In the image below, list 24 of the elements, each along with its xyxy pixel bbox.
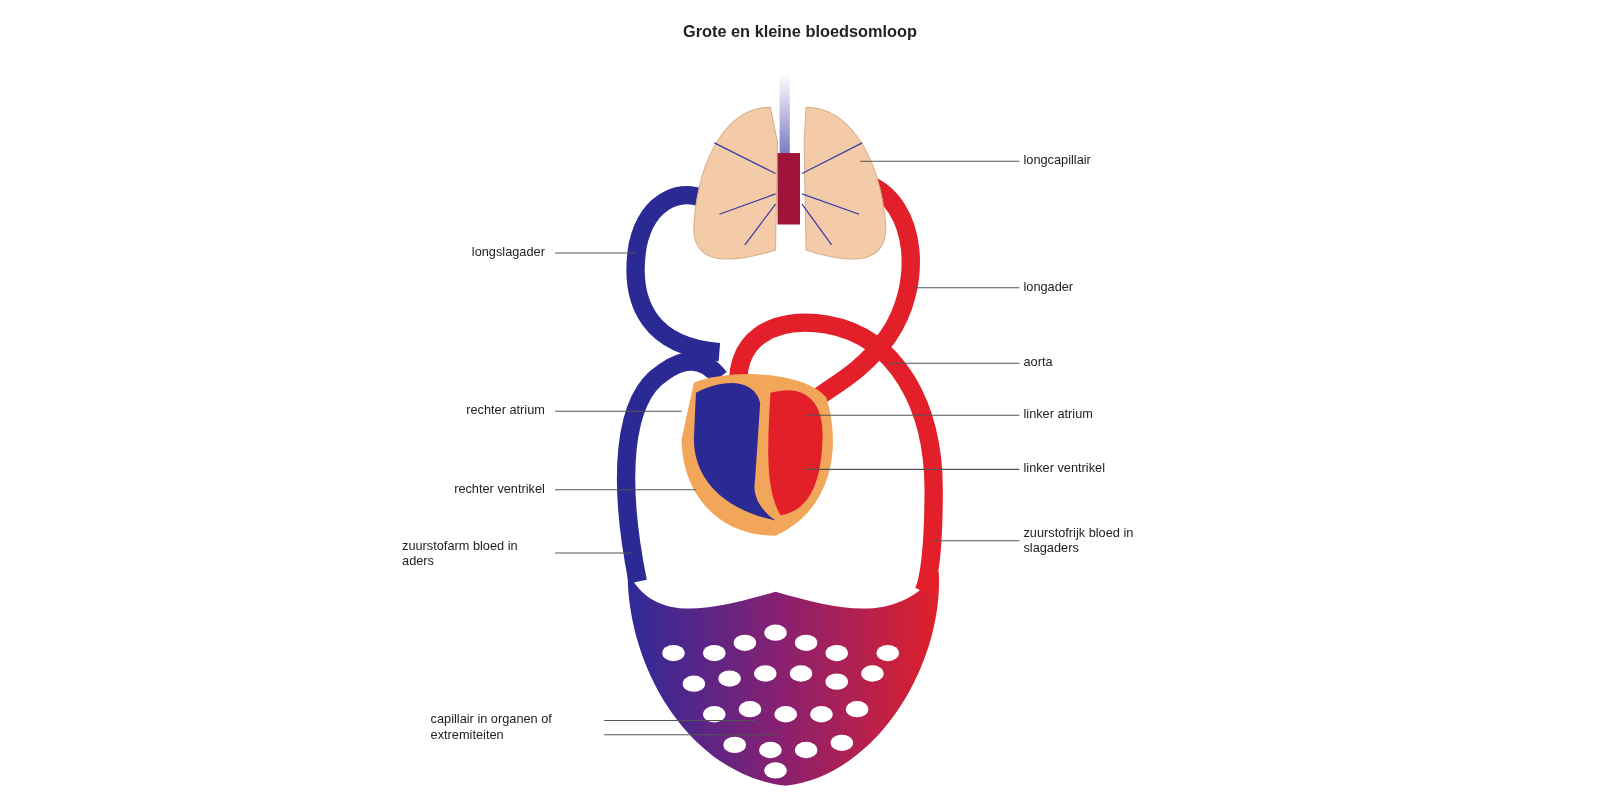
leader-line: [554, 489, 697, 491]
part-label: zuurstofarm bloed in aders: [402, 538, 545, 570]
part-label: rechter ventrikel: [454, 481, 545, 497]
leader-line: [805, 414, 1020, 416]
leader-line: [554, 552, 634, 554]
diagram-title: Grote en kleine bloedsomloop: [681, 22, 918, 41]
leader-line: [887, 362, 1020, 364]
part-label: longcapillair: [1023, 153, 1091, 169]
leader-line: [912, 287, 1020, 289]
part-label: longslagader: [471, 244, 545, 261]
leader-line: [554, 410, 683, 412]
leader-line: [603, 719, 756, 721]
part-label: longader: [1023, 279, 1074, 295]
part-label: linker atrium: [1023, 407, 1093, 423]
leader-line: [805, 468, 1020, 470]
part-label: aorta: [1023, 355, 1053, 371]
leader-line: [554, 252, 636, 254]
leader-line: [859, 160, 1020, 162]
part-label: capillair in organen of extremiteiten: [430, 712, 594, 743]
leader-line: [603, 734, 779, 736]
part-label: rechter atrium: [466, 403, 545, 419]
part-label: linker ventrikel: [1023, 461, 1105, 477]
part-label: zuurstofrijk bloed in slagaders: [1023, 525, 1157, 557]
leader-line: [933, 540, 1020, 542]
